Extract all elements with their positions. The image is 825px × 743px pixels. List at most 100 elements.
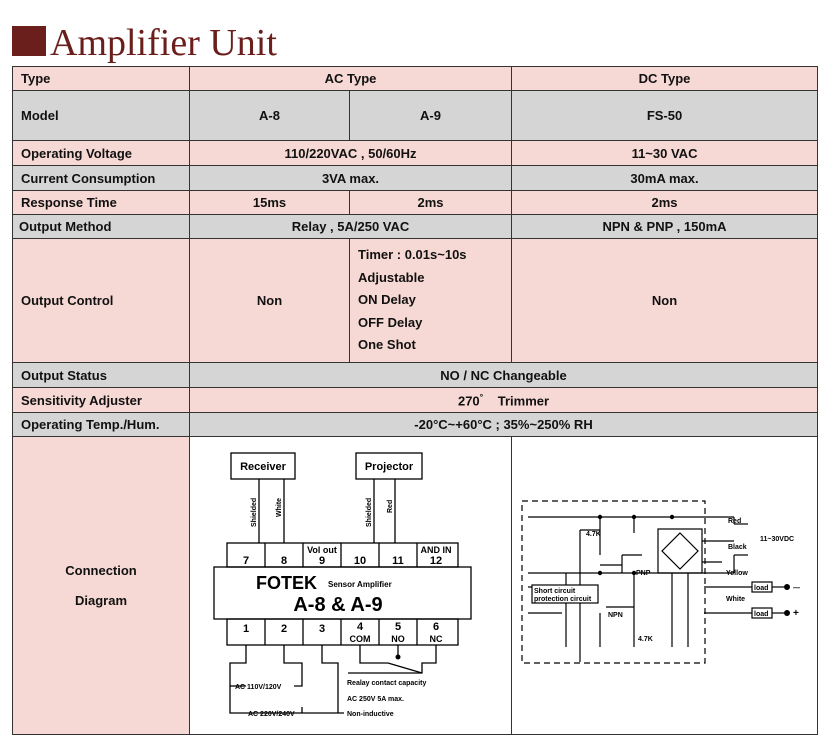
sensor-amp-label: Sensor Amplifier (328, 580, 392, 589)
current-label: Current Consumption (12, 165, 190, 191)
red-wire-label: Red (728, 518, 741, 525)
com-label: COM (350, 634, 371, 644)
table-row: Output Control Non Timer : 0.01s~10s Adj… (12, 238, 819, 363)
title-square-icon (12, 26, 46, 56)
output-control-a9: Timer : 0.01s~10s Adjustable ON Delay OF… (348, 238, 513, 363)
relay-text-2: AC 250V 5A max. (347, 696, 404, 703)
npn-label: NPN (608, 612, 623, 619)
output-control-dc: Non (511, 238, 819, 363)
output-method-dc: NPN & PNP , 150mA (511, 214, 819, 239)
connection-label-line1: Connection (65, 562, 137, 578)
load-label-2: load (754, 611, 768, 618)
table-row: Output Status NO / NC Changeable (12, 362, 819, 388)
table-row: Model A-8 A-9 FS-50 (12, 90, 819, 141)
yellow-wire-label: Yellow (726, 570, 748, 577)
voltage-ac: 110/220VAC , 50/60Hz (188, 140, 513, 166)
sensitivity-trimmer: Trimmer (497, 393, 550, 409)
load-label-1: load (754, 585, 768, 592)
nc-label: NC (430, 634, 443, 644)
resistor-2-label: 4.7K (638, 636, 653, 643)
response-a9: 2ms (348, 190, 513, 215)
on-delay-line: ON Delay (358, 292, 416, 308)
one-shot-line: One Shot (358, 337, 416, 353)
degree-sign: ° (479, 391, 484, 402)
wire-red: Red (387, 500, 394, 513)
ac-diagram-cell: Receiver Projector Shielded White Shield… (188, 436, 513, 735)
spec-table: Type AC Type DC Type Model A-8 A-9 FS-50… (12, 66, 819, 735)
table-row: Operating Temp./Hum. -20°C~+60°C ; 35%~2… (12, 412, 819, 437)
voltage-dc: 11~30 VAC (511, 140, 819, 166)
terminal-1: 1 (243, 623, 249, 635)
white-wire-label: White (726, 596, 745, 603)
output-method-label: Output Method (12, 214, 190, 239)
header-ac: AC Type (188, 66, 513, 91)
adjustable-line: Adjustable (358, 269, 425, 285)
terminal-3: 3 (319, 623, 325, 635)
output-control-a8: Non (189, 238, 350, 363)
receiver-box (230, 452, 296, 480)
model-a8: A-8 (189, 90, 350, 141)
ac-low-label: AC 110V/120V (235, 684, 282, 691)
connection-label: Connection Diagram (12, 436, 190, 735)
plus-label: + (793, 608, 799, 619)
page-title: Amplifier Unit (50, 22, 277, 64)
temp-value: -20°C~+60°C ; 35%~250% RH (188, 412, 819, 437)
response-a8: 15ms (189, 190, 350, 215)
wire-shielded-2: Shielded (366, 498, 373, 527)
sensitivity-value: 270° Trimmer (188, 387, 819, 413)
model-fs50: FS-50 (511, 90, 819, 141)
output-control-label: Output Control (12, 238, 190, 363)
off-delay-line: OFF Delay (358, 314, 423, 330)
output-status-label: Output Status (12, 362, 190, 388)
model-text-label: A-8 & A-9 (293, 594, 382, 616)
black-wire-label: Black (728, 544, 747, 551)
terminal-5: 5 (395, 621, 401, 633)
header-type: Type (12, 66, 190, 91)
terminal-8: 8 (281, 555, 287, 567)
relay-text-3: Non-inductive (347, 711, 394, 718)
current-ac: 3VA max. (188, 165, 513, 191)
table-row: Current Consumption 3VA max. 30mA max. (12, 165, 819, 191)
current-dc: 30mA max. (511, 165, 819, 191)
terminal-12: 12 (430, 555, 442, 567)
ac-high-label: AC 220V/240V (248, 711, 295, 718)
resistor-1-label: 4.7K (586, 531, 601, 538)
vol-out-label: Vol out (307, 545, 337, 555)
receiver-label: Receiver (240, 461, 287, 473)
output-method-ac: Relay , 5A/250 VAC (188, 214, 513, 239)
minus-label: — (793, 585, 800, 592)
voltage-label: Operating Voltage (12, 140, 190, 166)
relay-text-1: Realay contact capacity (347, 680, 426, 687)
projector-label: Projector (365, 461, 414, 473)
table-row: Response Time 15ms 2ms 2ms (12, 190, 819, 215)
terminal-10: 10 (354, 555, 366, 567)
table-row: Operating Voltage 110/220VAC , 50/60Hz 1… (12, 140, 819, 166)
wire-white: White (276, 498, 283, 517)
and-in-label: AND IN (421, 545, 452, 555)
response-dc: 2ms (511, 190, 819, 215)
terminal-4: 4 (357, 621, 364, 633)
ac-wiring-diagram: Receiver Projector Shielded White Shield… (213, 452, 472, 718)
output-status-value: NO / NC Changeable (188, 362, 819, 388)
protection-circuit-label: protection circuit (534, 596, 592, 603)
dc-wiring-diagram: 4.7K 4.7K PNP NPN Short circuit protecti… (521, 500, 800, 664)
pnp-label: PNP (636, 570, 651, 577)
short-circuit-label: Short circuit (534, 588, 576, 595)
model-label: Model (12, 90, 190, 141)
header-dc: DC Type (511, 66, 819, 91)
table-row: Connection Diagram (12, 436, 819, 735)
projector-box (355, 452, 423, 480)
table-row: Output Method Relay , 5A/250 VAC NPN & P… (12, 214, 819, 239)
page-title-block: Amplifier Unit (12, 14, 277, 62)
sensitivity-label: Sensitivity Adjuster (12, 387, 190, 413)
terminal-9: 9 (319, 555, 325, 567)
terminal-11: 11 (392, 555, 404, 567)
no-label: NO (391, 634, 405, 644)
temp-label: Operating Temp./Hum. (12, 412, 190, 437)
timer-line: Timer : 0.01s~10s (358, 247, 467, 263)
response-label: Response Time (12, 190, 190, 215)
wire-shielded-1: Shielded (251, 498, 258, 527)
terminal-7: 7 (243, 555, 249, 567)
fotek-logo: FOTEK (256, 573, 317, 593)
dc-diagram-cell: 4.7K 4.7K PNP NPN Short circuit protecti… (511, 436, 819, 735)
